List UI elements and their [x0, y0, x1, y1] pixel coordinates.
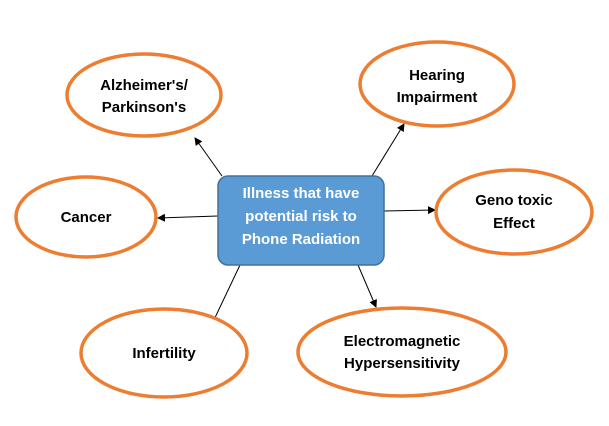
center-topic-line-1: Illness that have — [243, 185, 360, 202]
arrow-to-electromagnetic — [357, 264, 377, 308]
center-topic-line-2: potential risk to — [245, 208, 357, 225]
node-genotoxic-line-2: Effect — [493, 215, 535, 232]
arrow-to-alzheimers — [194, 137, 223, 177]
node-cancer: Cancer — [14, 175, 158, 259]
node-alzheimers-line-1: Alzheimer's/ — [100, 77, 189, 94]
node-hearing: Hearing Impairment — [358, 40, 516, 128]
node-alzheimers-line-2: Parkinson's — [102, 99, 186, 116]
node-hearing-line-1: Hearing — [409, 67, 465, 84]
node-electromagnetic-line-1: Electromagnetic — [344, 333, 461, 350]
node-electromagnetic-line-2: Hypersensitivity — [344, 355, 461, 372]
node-electromagnetic: Electromagnetic Hypersensitivity — [296, 306, 508, 398]
node-infertility: Infertility — [79, 307, 249, 399]
node-genotoxic-line-1: Geno toxic — [475, 192, 553, 209]
node-alzheimers: Alzheimer's/ Parkinson's — [65, 52, 223, 138]
arrow-to-cancer — [157, 213, 219, 222]
node-infertility-line-1: Infertility — [132, 345, 196, 362]
node-cancer-line-1: Cancer — [61, 209, 112, 226]
arrow-to-hearing — [371, 123, 405, 177]
center-topic-line-3: Phone Radiation — [242, 231, 360, 248]
node-genotoxic: Geno toxic Effect — [434, 168, 594, 256]
arrow-to-infertility — [211, 264, 241, 325]
arrow-to-genotoxic — [383, 206, 436, 215]
node-hearing-line-2: Impairment — [397, 89, 478, 106]
center-topic: Illness that have potential risk to Phon… — [217, 175, 385, 266]
connectors — [157, 123, 436, 325]
